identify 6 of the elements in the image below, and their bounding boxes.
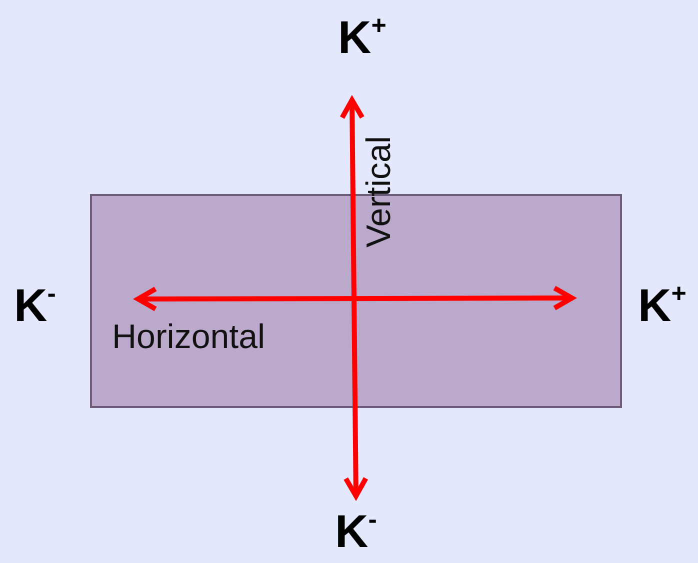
pole-label: K$^{-}$ (14, 282, 56, 328)
pole-label: K$^{+}$ (638, 282, 686, 328)
axis-label: Horizontal (112, 320, 266, 354)
axis-label: Vertical (362, 136, 396, 248)
pole-label: K$^{-}$ (335, 508, 377, 554)
pole-label: K$^{+}$ (338, 14, 386, 60)
